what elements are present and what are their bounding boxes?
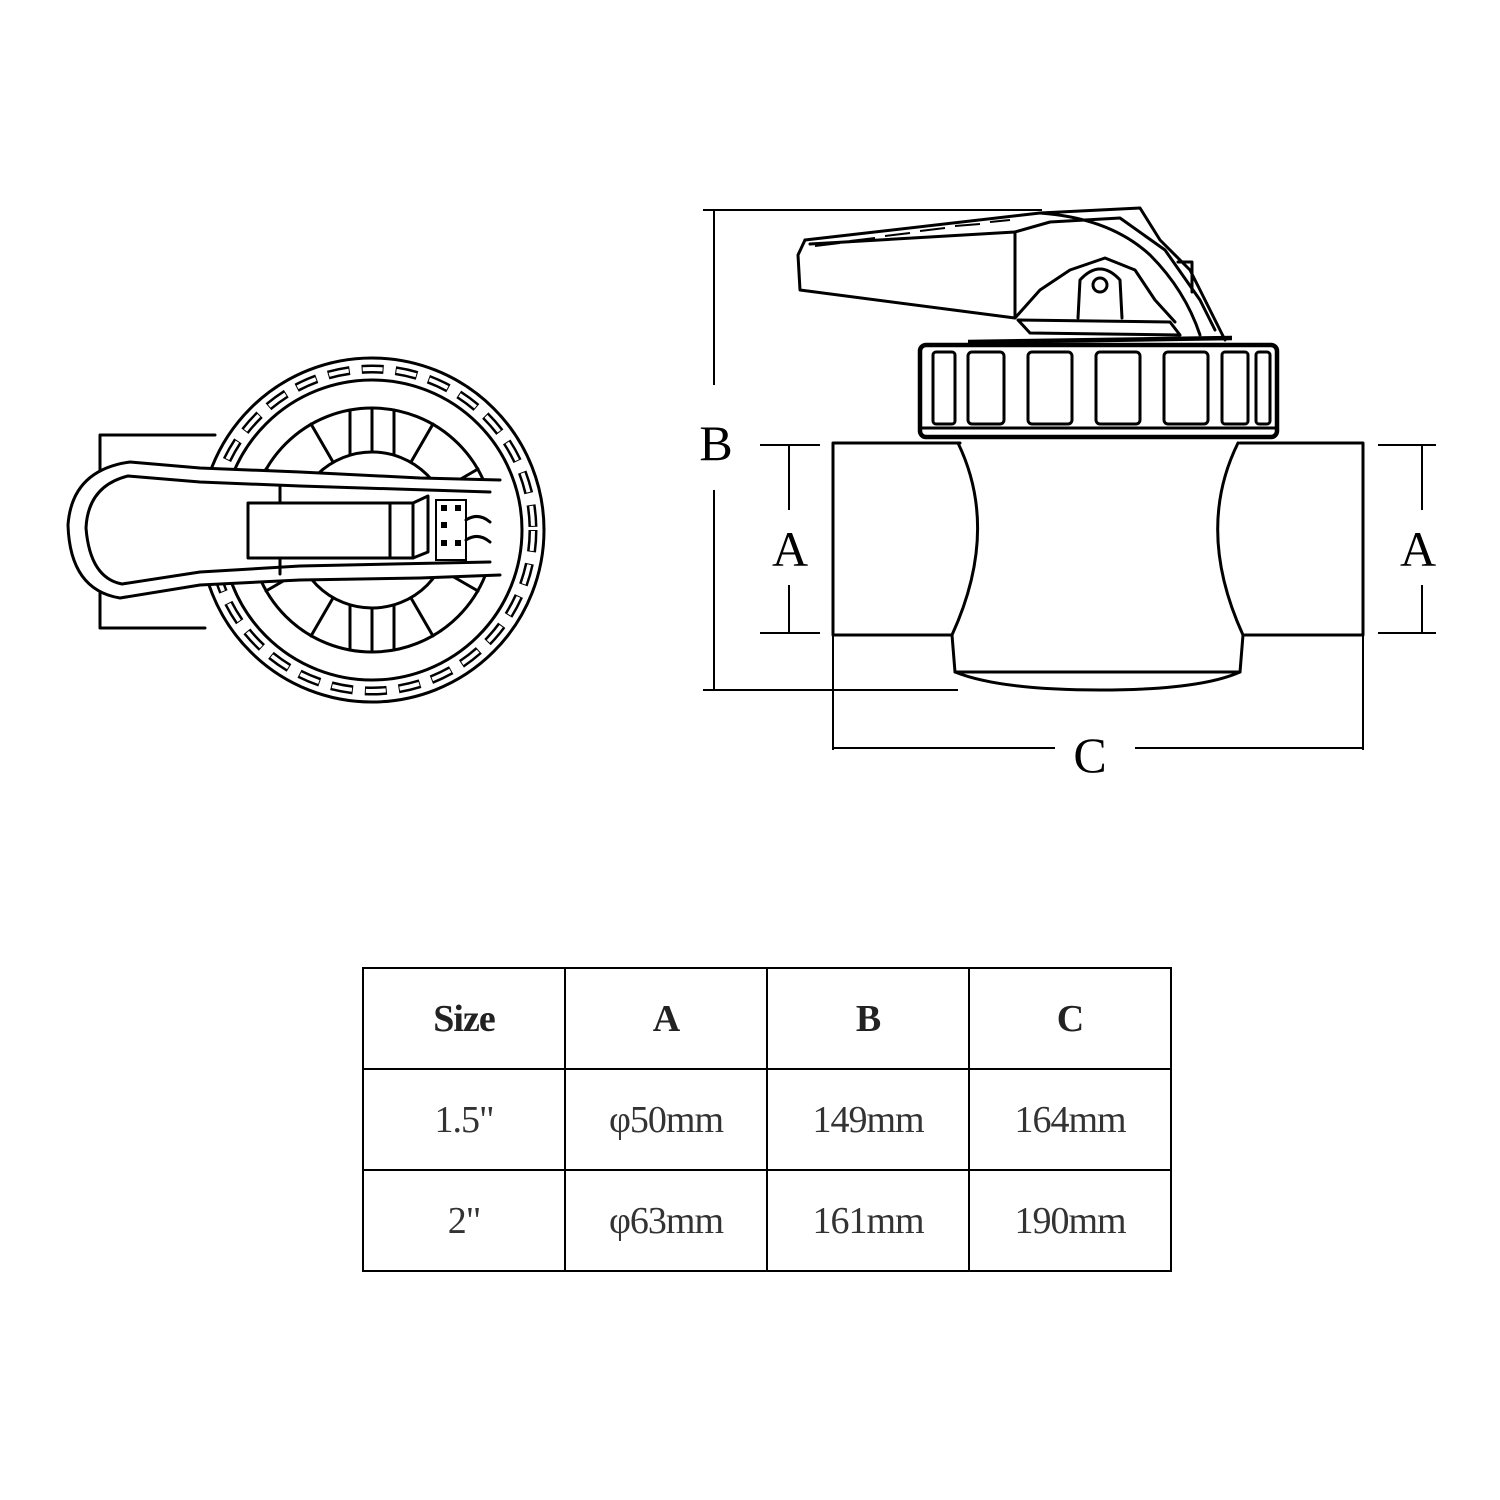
dimension-b [703, 209, 1042, 691]
cell-b: 161mm [766, 1169, 970, 1272]
cell-size: 2" [362, 1169, 566, 1272]
cell-size: 1.5" [362, 1068, 566, 1171]
label-a-left: A [772, 521, 808, 577]
label-a-right: A [1400, 521, 1436, 577]
dimension-a-right [1378, 444, 1436, 634]
cell-c: 190mm [968, 1169, 1172, 1272]
valve-top-view [66, 356, 546, 704]
dimension-a-left [760, 444, 820, 634]
table-row: 2" φ63mm 161mm 190mm [362, 1169, 1172, 1272]
header-size: Size [362, 967, 566, 1070]
header-a: A [564, 967, 768, 1070]
cell-a: φ63mm [564, 1169, 768, 1272]
valve-side-view: B A A C [699, 206, 1436, 783]
cell-a: φ50mm [564, 1068, 768, 1171]
size-spec-table: Size A B C 1.5" φ50mm 149mm 164mm 2" φ63… [362, 967, 1172, 1272]
table-row: 1.5" φ50mm 149mm 164mm [362, 1068, 1172, 1171]
valve-technical-drawing: B A A C [66, 206, 1436, 783]
header-b: B [766, 967, 970, 1070]
header-c: C [968, 967, 1172, 1070]
label-b: B [699, 415, 732, 471]
dimension-c [832, 635, 1364, 750]
cap-grip-teeth [931, 350, 1272, 426]
table-header-row: Size A B C [362, 967, 1172, 1070]
cell-b: 149mm [766, 1068, 970, 1171]
label-c: C [1073, 727, 1106, 783]
cell-c: 164mm [968, 1068, 1172, 1171]
